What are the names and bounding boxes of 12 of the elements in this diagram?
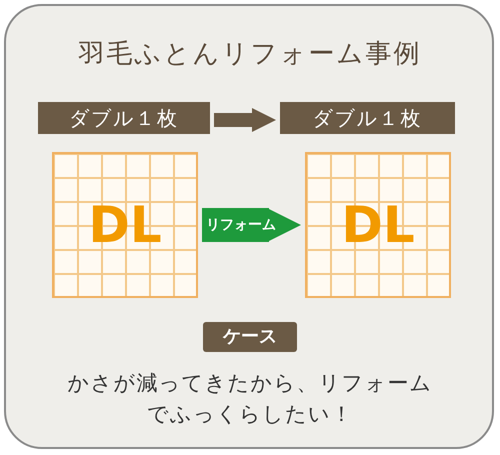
arrow	[202, 208, 301, 242]
title-tag: ダブル１枚	[280, 102, 455, 134]
case-badge: ケース	[203, 322, 297, 352]
size-label: DL	[341, 200, 415, 250]
size-label: DL	[88, 200, 162, 250]
quilt-drawing	[52, 152, 198, 298]
title-tag: ダブル１枚	[38, 102, 210, 134]
quilt-drawing	[305, 152, 451, 298]
arrow	[214, 108, 276, 132]
title: 羽毛ふとんリフォーム事例	[78, 38, 422, 71]
edge-label: リフォーム	[206, 216, 276, 234]
message-text: かさが減ってきたから、リフォームでふっくらしたい！	[66, 370, 434, 428]
